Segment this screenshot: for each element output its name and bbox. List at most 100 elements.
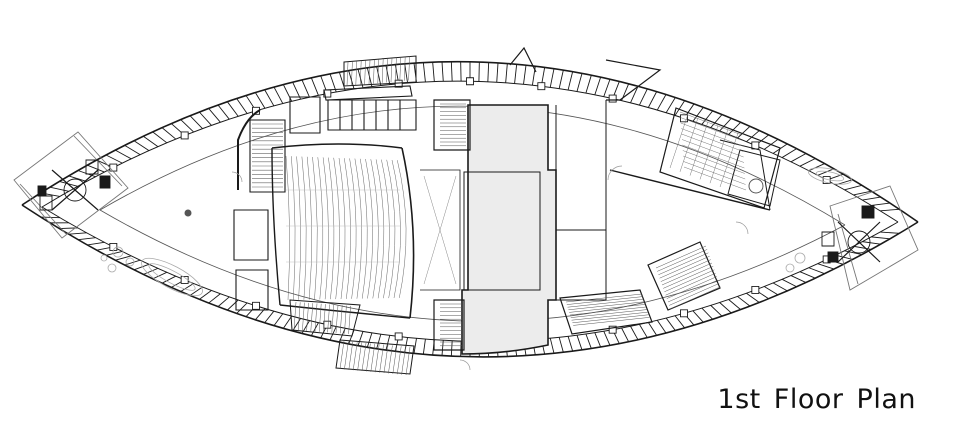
seat-row xyxy=(307,157,312,300)
facade-fin xyxy=(639,89,647,105)
facade-fin xyxy=(568,336,573,351)
stair-tread xyxy=(666,273,716,295)
east-rooms xyxy=(510,48,770,300)
stair-tread xyxy=(406,347,410,375)
facade-fin xyxy=(648,322,656,335)
facade-fin xyxy=(693,311,703,323)
facade-fin xyxy=(746,293,759,302)
stair-tread xyxy=(311,303,313,331)
stair-tread xyxy=(375,344,379,372)
facade-fin xyxy=(283,316,291,328)
north-stair xyxy=(290,56,416,374)
stair-tread xyxy=(373,60,374,84)
facade-fin xyxy=(181,120,194,132)
stair-tread xyxy=(340,341,344,369)
facade-fin xyxy=(423,63,425,82)
seat-row xyxy=(323,157,328,299)
auditorium-side-bottom xyxy=(280,305,410,318)
facade-fin xyxy=(274,87,283,103)
facade-fin xyxy=(809,268,825,274)
stair-tread xyxy=(371,344,375,372)
seat-row xyxy=(684,162,746,185)
stair-tread xyxy=(380,345,384,373)
facade-fin xyxy=(559,70,563,88)
left-stair-block xyxy=(234,110,285,310)
facade-fin xyxy=(162,128,176,139)
stair-tread xyxy=(328,304,330,332)
stair-tread xyxy=(664,270,714,292)
seat-row xyxy=(360,159,367,299)
facade-fin xyxy=(143,268,158,274)
stair-tread xyxy=(378,59,379,83)
structural-column xyxy=(395,333,402,340)
stair-tread xyxy=(294,302,296,330)
seat-row xyxy=(366,159,373,299)
facade-fin xyxy=(871,237,890,239)
stair-tread xyxy=(332,305,334,333)
facade-fin xyxy=(782,149,797,158)
facade-fin xyxy=(631,326,639,340)
seat-row xyxy=(344,158,350,299)
facade-fin xyxy=(209,294,221,303)
facade-fin xyxy=(818,169,834,175)
facade-fin xyxy=(199,290,211,299)
facade-fin xyxy=(405,64,408,83)
structural-column xyxy=(538,83,545,90)
stair-tread xyxy=(344,341,348,369)
facade-fin xyxy=(764,286,778,294)
facade-fin xyxy=(69,176,87,182)
facade-fin xyxy=(791,153,806,161)
facade-fin xyxy=(125,260,140,265)
facade-fin xyxy=(729,300,741,310)
facade-fin xyxy=(702,308,713,319)
facade-fin xyxy=(87,242,104,245)
facade-fin xyxy=(255,93,265,109)
facade-fin xyxy=(311,323,318,336)
facade-fin xyxy=(349,71,354,89)
facade-fin xyxy=(515,64,517,83)
stair-tread xyxy=(393,346,397,374)
facade-fin xyxy=(604,331,610,345)
stair-tread xyxy=(349,342,353,370)
seat-row xyxy=(682,134,744,157)
stair-tread xyxy=(387,58,388,82)
stair-tread xyxy=(658,253,708,275)
facade-fin xyxy=(711,305,722,316)
stair-tread xyxy=(382,59,383,83)
stair-tread xyxy=(572,312,648,320)
facade-fin xyxy=(862,242,880,245)
stair-tread xyxy=(572,315,648,323)
door-swings xyxy=(232,166,748,370)
facade-fin xyxy=(106,251,122,255)
facade-fin xyxy=(87,165,104,172)
seat-row xyxy=(680,118,742,141)
seat-row xyxy=(681,123,743,146)
facade-fin xyxy=(153,272,167,279)
structural-column xyxy=(324,321,331,328)
facade-fin xyxy=(782,279,797,286)
facade-fin xyxy=(871,203,890,205)
auditorium-side-top xyxy=(272,144,402,148)
stair-tread xyxy=(323,304,325,332)
stair-tread xyxy=(360,61,361,85)
facade-fin xyxy=(451,62,452,82)
facade-fin xyxy=(711,115,722,128)
facade-fin xyxy=(209,108,221,122)
facade-fin xyxy=(586,75,591,93)
facade-fin xyxy=(550,338,554,353)
facade-fin xyxy=(367,68,372,87)
seat-row xyxy=(381,160,389,299)
left-end-frame xyxy=(14,132,128,238)
facade-fin xyxy=(153,132,167,143)
stair-tread xyxy=(353,342,357,370)
facade-fin xyxy=(265,311,274,323)
facade-fin xyxy=(377,334,381,349)
facade-fin xyxy=(524,65,527,84)
stair-tread xyxy=(366,343,370,371)
facade-fin xyxy=(367,333,372,347)
stage-floor xyxy=(462,105,556,354)
facade-fin xyxy=(423,339,425,354)
seat-row xyxy=(682,140,744,163)
column-marker xyxy=(184,209,192,217)
